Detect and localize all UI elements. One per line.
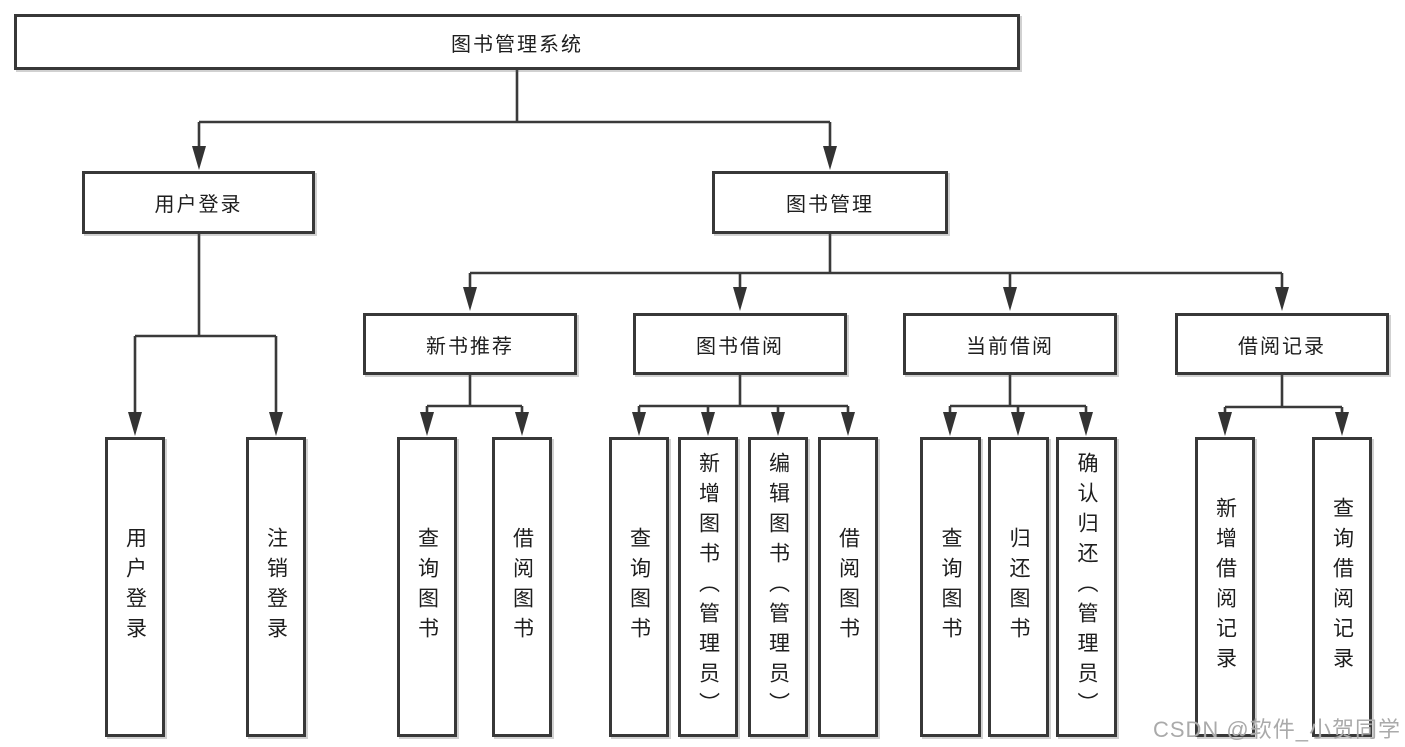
connector-root	[192, 70, 837, 170]
connector-book-management	[463, 234, 1289, 311]
section-node-current-borrow: 当前借阅	[903, 313, 1117, 375]
leaf-node-edit-book-admin: 编辑图书（管理员）	[748, 437, 808, 737]
leaf-node-add-borrow-record: 新增借阅记录	[1195, 437, 1255, 737]
connector-book-borrow	[632, 375, 855, 436]
leaf-node-user-login: 用户登录	[105, 437, 165, 737]
leaf-node-query-books-borrow: 查询图书	[609, 437, 669, 737]
csdn-watermark: CSDN @软件_小贺同学	[1152, 717, 1401, 742]
branch-node-user-login: 用户登录	[82, 171, 315, 234]
connector-new-book-recommend	[420, 375, 529, 436]
section-node-borrow-records: 借阅记录	[1175, 313, 1389, 375]
leaf-node-add-book-admin: 新增图书（管理员）	[678, 437, 738, 737]
leaf-node-logout: 注销登录	[246, 437, 306, 737]
leaf-node-borrow-books: 借阅图书	[818, 437, 878, 737]
leaf-node-return-books: 归还图书	[988, 437, 1049, 737]
leaf-node-borrow-books-recommend: 借阅图书	[492, 437, 552, 737]
connector-current-borrow	[943, 375, 1093, 436]
root-node: 图书管理系统	[14, 14, 1020, 70]
leaf-node-query-books-current: 查询图书	[920, 437, 981, 737]
leaf-node-query-books-recommend: 查询图书	[397, 437, 457, 737]
branch-node-book-management: 图书管理	[712, 171, 948, 234]
leaf-node-query-borrow-record: 查询借阅记录	[1312, 437, 1372, 737]
connector-borrow-records	[1218, 375, 1349, 436]
connector-user-login	[128, 234, 283, 436]
section-node-book-borrow: 图书借阅	[633, 313, 847, 375]
section-node-new-book-recommend: 新书推荐	[363, 313, 577, 375]
leaf-node-confirm-return-admin: 确认归还（管理员）	[1056, 437, 1117, 737]
